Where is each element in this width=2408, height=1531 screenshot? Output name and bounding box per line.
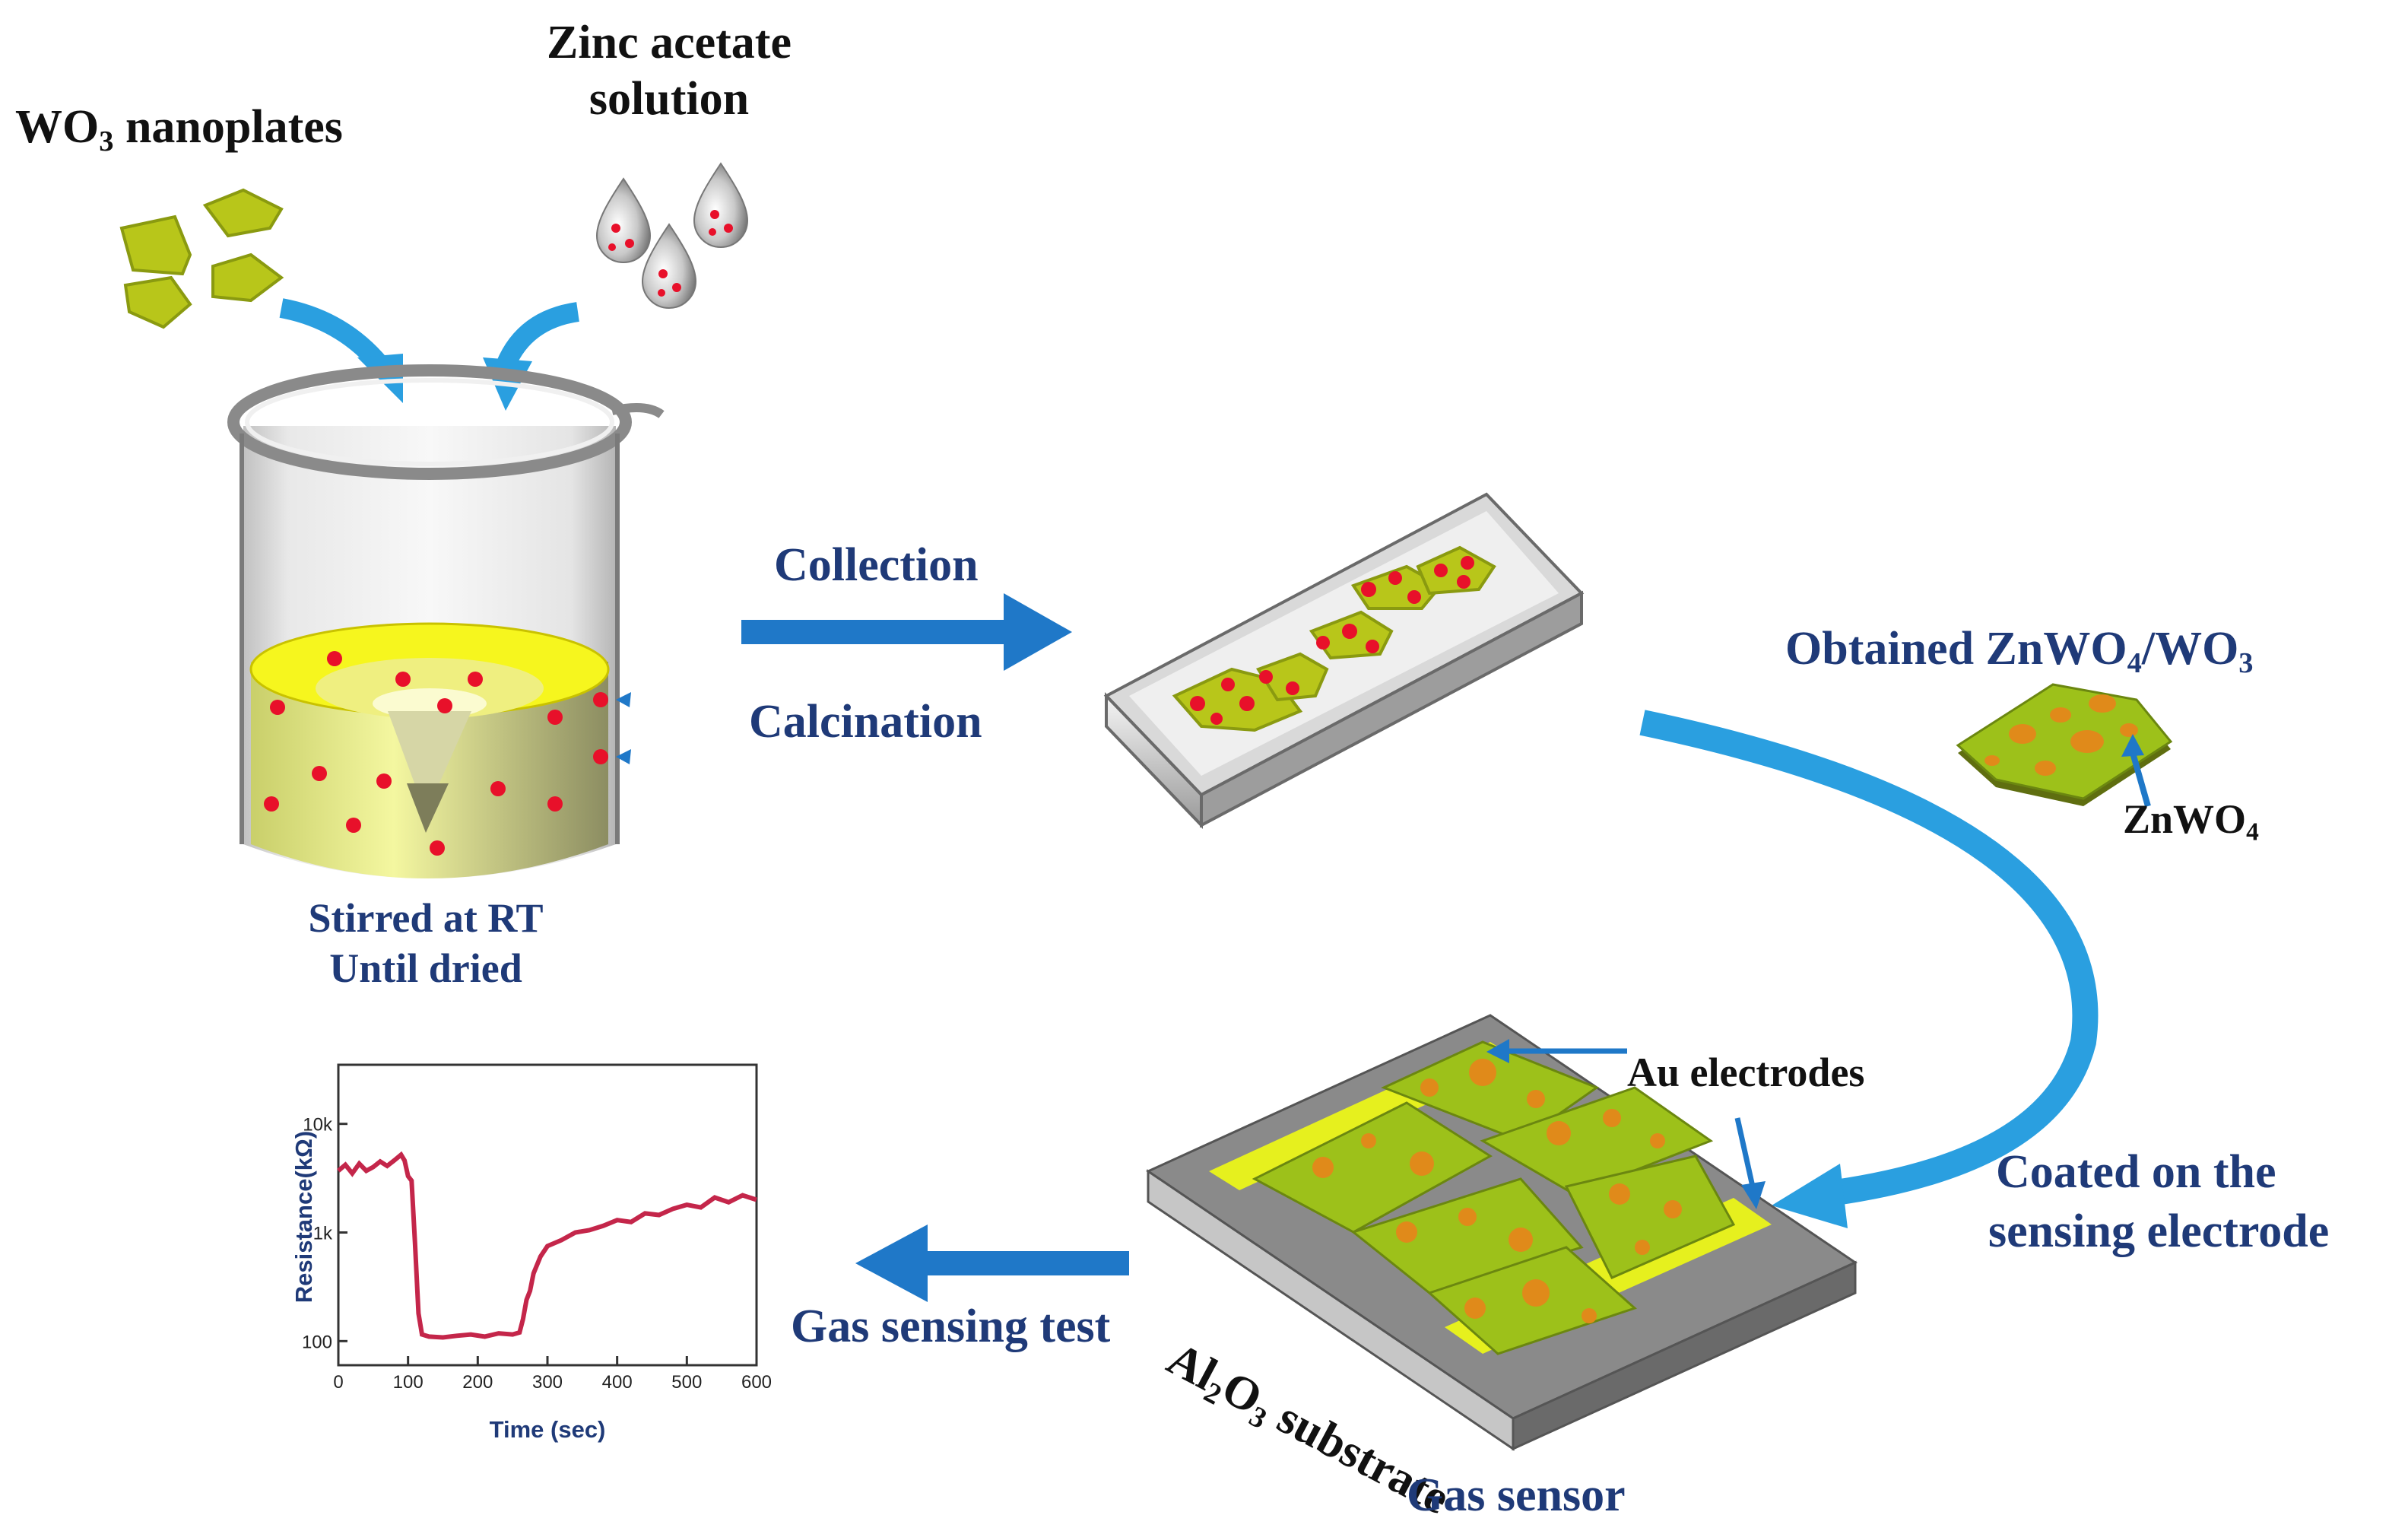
gas-sensing-test-label: Gas sensing test — [791, 1301, 1111, 1352]
chart-x-axis-label: Time (sec) — [490, 1416, 606, 1443]
gas-sensor-label: Gas sensor — [1407, 1469, 1626, 1521]
collection-arrow — [741, 593, 1072, 671]
chart-x-tick-label: 100 — [393, 1372, 424, 1393]
chart-x-tick-label: 400 — [602, 1372, 633, 1393]
chart-x-tick-label: 300 — [532, 1372, 563, 1393]
znwo4-wo3-plate-icon — [1956, 683, 2173, 808]
coated-label: Coated on the sensing electrode — [1988, 1146, 2330, 1257]
znwo4-label: ZnWO4 — [2123, 796, 2259, 846]
chart-x-tick-label: 500 — [671, 1372, 702, 1393]
au-electrodes-label: Au electrodes — [1627, 1050, 1865, 1095]
chart-y-tick-label: 1k — [313, 1224, 333, 1244]
resistance-series-line — [337, 1151, 757, 1340]
tray-icon — [1103, 492, 1585, 829]
zinc-droplets-icon — [595, 162, 749, 309]
gas-sensor-icon — [1145, 1014, 1858, 1451]
wo3-nanoplates-label: WO3 nanoplates — [15, 101, 343, 157]
chart-frame — [337, 1063, 758, 1367]
beaker-icon — [227, 364, 665, 878]
chart-x-tick-label: 600 — [741, 1372, 772, 1393]
wo3-nanoplates-icon — [119, 188, 284, 329]
chart-x-tick-label: 0 — [333, 1372, 343, 1393]
calcination-label: Calcination — [749, 696, 982, 748]
coating-arc-arrow — [1639, 710, 2099, 1228]
chart-y-tick-label: 10k — [303, 1115, 333, 1136]
wo3-into-beaker-arrow — [279, 298, 388, 372]
zinc-into-beaker-arrow — [497, 302, 580, 370]
collection-label: Collection — [774, 539, 979, 591]
stirred-label: Stirred at RT Until dried — [308, 895, 544, 991]
gas-sensing-test-arrow — [855, 1224, 1129, 1302]
chart-x-tick-label: 200 — [462, 1372, 493, 1393]
zinc-acetate-label: Zinc acetate solution — [547, 17, 792, 125]
obtained-composite-label: Obtained ZnWO4/WO3 — [1785, 623, 2254, 679]
chart-y-axis-label: Resistance(kΩ) — [290, 1131, 317, 1303]
chart-y-tick-label: 100 — [302, 1332, 332, 1352]
